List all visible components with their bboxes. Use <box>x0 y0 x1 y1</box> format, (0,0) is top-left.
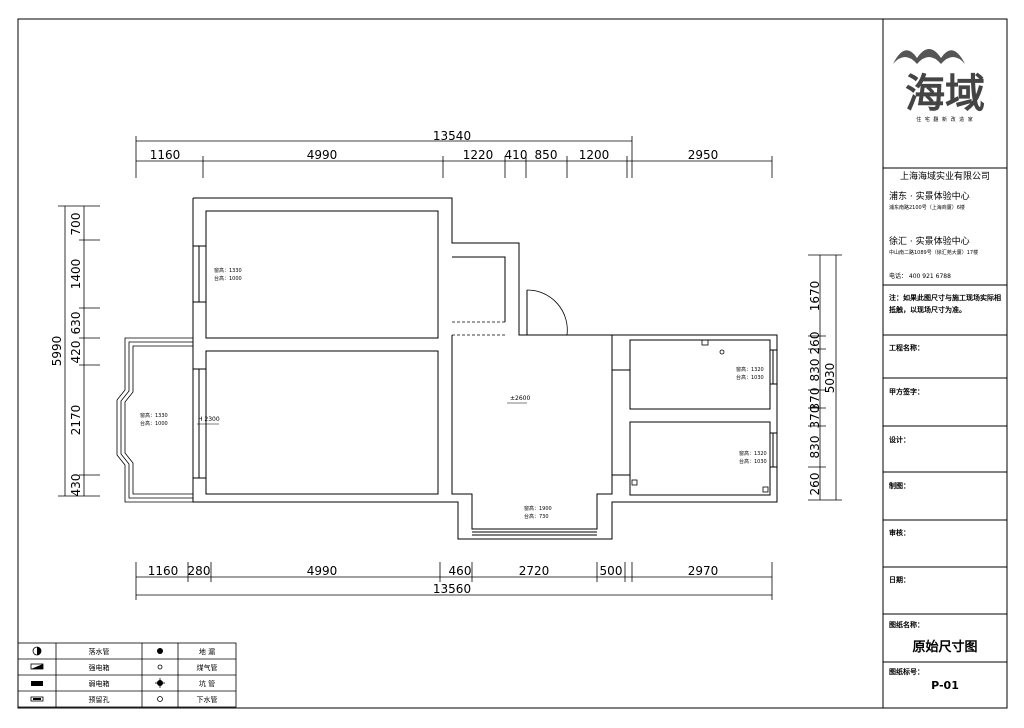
drawing-number: P-01 <box>931 679 959 692</box>
legend-label-weak-box: 弱电箱 <box>88 680 110 688</box>
legend-label-downpipe: 落水管 <box>88 648 110 656</box>
project-name-label: 工程名称： <box>889 344 924 352</box>
bath2-window-height: 窗高：1320 <box>739 450 767 457</box>
center1-title: 浦东 · 实景体验中心 <box>889 192 970 202</box>
left-dimension-3: 630 <box>69 312 83 335</box>
hole-icon <box>30 696 44 702</box>
left-dimension-2: 1400 <box>69 259 83 290</box>
right-dimension-6: 830 <box>808 436 822 459</box>
bottom-dimension-5: 2720 <box>519 564 550 578</box>
drawing-number-label: 图纸标号： <box>889 668 924 676</box>
right-dimension-5: 370 <box>808 406 822 429</box>
bottom-total-dimension: 13560 <box>433 582 471 596</box>
logo-mark <box>893 49 965 64</box>
title-block: 住 宅 翻 新 改 造 家 上海海域实业有限公司 浦东 · 实景体验中心 浦东南… <box>883 19 1007 708</box>
top-dimension-3: 1220 <box>463 148 494 162</box>
right-dimension-1: 1670 <box>808 281 822 312</box>
left-dimension-5: 2170 <box>69 405 83 436</box>
ceiling-height: ±2600 <box>510 395 530 402</box>
bottom-dimension-1: 1160 <box>148 564 179 578</box>
half-circle-icon <box>32 646 42 656</box>
client-signature-label: 甲方签字： <box>889 388 924 396</box>
legend-table-lines <box>17 642 237 708</box>
top-dimension-2: 4990 <box>307 148 338 162</box>
walls <box>192 197 778 540</box>
bottom-dimension-7: 2970 <box>688 564 719 578</box>
strong-box-icon <box>30 663 44 670</box>
bath1-sill-height: 台高：1030 <box>736 374 764 381</box>
dimension-note: 注：如果此图尺寸与施工现场实际相抵触，以现场尺寸为准。 <box>889 294 1001 314</box>
bottom-dimension-3: 4990 <box>307 564 338 578</box>
left-dimensions <box>58 205 100 497</box>
dot-icon <box>157 648 163 654</box>
left-dimension-4: 420 <box>69 341 83 364</box>
balcony-window-height: 窗高：1330 <box>140 412 168 419</box>
room1-window-height: 窗高：1330 <box>214 267 242 274</box>
cross-dot-icon <box>155 678 165 688</box>
legend-label-sewer-pipe: 下水管 <box>196 696 218 704</box>
bottom-window-height: 窗高：1900 <box>524 505 552 512</box>
beam-height: H 2300 <box>198 416 220 423</box>
pipe-fixture <box>762 486 769 493</box>
floor-drain-fixture <box>701 339 709 346</box>
small-circle-icon <box>157 664 163 670</box>
legend: 落水管 地 漏 强电箱 煤气管 弱电箱 坑 管 预留孔 下水管 <box>18 643 236 707</box>
top-dimension-1: 1160 <box>150 148 181 162</box>
phone-number: 电话： 400 921 6788 <box>889 273 951 280</box>
bath1-window-height: 窗高：1320 <box>736 366 764 373</box>
bottom-dimension-6: 500 <box>600 564 623 578</box>
center2-title: 徐汇 · 实景体验中心 <box>889 237 970 247</box>
weak-box-icon <box>31 681 43 686</box>
drafting-label: 制图： <box>889 482 910 490</box>
balcony <box>116 337 193 503</box>
top-dimension-7: 2950 <box>688 148 719 162</box>
legend-label-reserved-hole: 预留孔 <box>88 696 110 704</box>
top-dimension-6: 1200 <box>579 148 610 162</box>
left-total-dimension: 5990 <box>50 336 64 367</box>
drawing-name-label: 图纸名称： <box>889 621 924 629</box>
review-label: 审核： <box>889 529 910 537</box>
bath2-sill-height: 台高：1030 <box>739 458 767 465</box>
legend-label-floor-drain: 地 漏 <box>198 648 216 656</box>
top-dimension-4: 410 <box>505 148 528 162</box>
bottom-dimensions <box>135 562 773 600</box>
door-swing <box>526 289 568 336</box>
bottom-sill-height: 台高：730 <box>524 513 549 520</box>
right-dimension-4: 370 <box>808 388 822 411</box>
center1-address: 浦东南路2100号（上海商厦）6楼 <box>889 205 965 211</box>
bottom-dimension-2: 280 <box>188 564 211 578</box>
drawing-name: 原始尺寸图 <box>912 640 978 655</box>
right-dimension-2: 260 <box>808 332 822 355</box>
company-name: 上海海域实业有限公司 <box>899 172 990 182</box>
sheet-border <box>17 18 1008 709</box>
date-label: 日期： <box>889 576 910 584</box>
left-dimension-1: 700 <box>69 213 83 236</box>
company-logo-text: 海域 <box>905 70 985 117</box>
legend-label-pit-pipe: 坑 管 <box>198 680 216 688</box>
top-total-dimension: 13540 <box>433 129 471 143</box>
right-dimensions <box>808 254 842 501</box>
right-dimension-7: 260 <box>808 473 822 496</box>
top-dimensions <box>135 136 773 178</box>
legend-label-gas-pipe: 煤气管 <box>196 664 218 672</box>
center2-address: 中山南二路1089号（徐汇苑大厦）17楼 <box>889 250 979 256</box>
title-block-lines <box>883 167 1007 663</box>
room1-sill-height: 台高：1000 <box>214 275 242 282</box>
right-dimension-3: 830 <box>808 359 822 382</box>
top-dimension-5: 850 <box>535 148 558 162</box>
right-total-dimension: 5030 <box>823 363 837 394</box>
legend-label-strong-box: 强电箱 <box>88 664 110 672</box>
pipe-fixture-2 <box>631 479 638 486</box>
design-label: 设计： <box>889 436 910 444</box>
ring-icon <box>157 696 163 702</box>
balcony-sill-height: 台高：1000 <box>140 420 168 427</box>
bottom-dimension-4: 460 <box>449 564 472 578</box>
logo-subtitle: 住 宅 翻 新 改 造 家 <box>916 117 974 123</box>
left-dimension-6: 430 <box>69 474 83 497</box>
gas-pipe-fixture <box>719 349 725 355</box>
